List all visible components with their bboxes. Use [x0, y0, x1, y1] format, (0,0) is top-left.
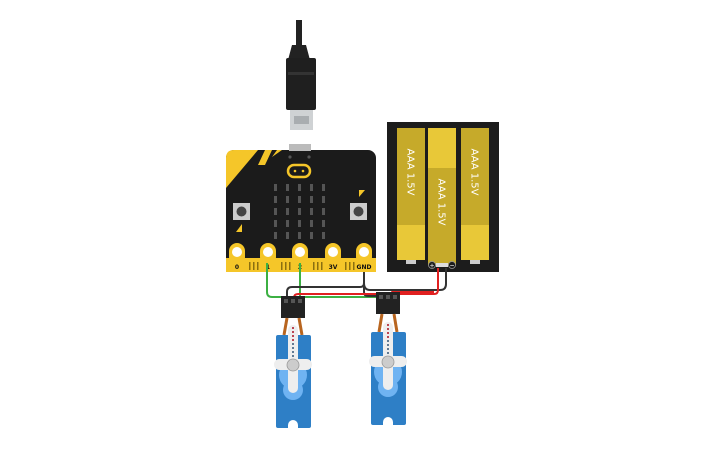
- led-matrix: [274, 184, 325, 239]
- led: [286, 232, 289, 239]
- pin-label: 3V: [329, 264, 338, 271]
- battery-minus-terminal[interactable]: [448, 261, 456, 269]
- wire-gnd-black-servo2[interactable]: [363, 268, 447, 291]
- led: [274, 220, 277, 227]
- led: [274, 196, 277, 203]
- pin-3v[interactable]: 3V: [325, 243, 341, 271]
- battery-cell: AAA 1.5V: [428, 128, 456, 265]
- button-b-label-icon: [359, 190, 365, 197]
- button-a[interactable]: [233, 203, 250, 220]
- led: [310, 232, 313, 239]
- led: [322, 208, 325, 215]
- pin-label: 0: [235, 264, 239, 271]
- led: [322, 196, 325, 203]
- battery-pack[interactable]: AAA 1.5V AAA 1.5V AAA 1.5V + −: [387, 122, 499, 272]
- battery-minus-label: −: [449, 263, 454, 270]
- battery-cell-label: AAA 1.5V: [405, 148, 416, 195]
- led: [286, 220, 289, 227]
- battery-cell: AAA 1.5V: [397, 128, 425, 264]
- led: [274, 184, 277, 191]
- wire-gnd-black-servo2b[interactable]: [363, 287, 384, 298]
- servo-horn-screw-icon: [381, 355, 395, 369]
- button-a-label-icon: [236, 224, 242, 232]
- battery-cell-label: AAA 1.5V: [436, 178, 447, 225]
- led: [286, 196, 289, 203]
- led: [274, 232, 277, 239]
- led: [310, 184, 313, 191]
- led: [298, 208, 301, 215]
- servo-horn-screw-icon: [286, 358, 300, 372]
- battery-cell: AAA 1.5V: [461, 128, 489, 264]
- led: [298, 220, 301, 227]
- wire-gnd-black-servo1[interactable]: [286, 272, 365, 300]
- button-b[interactable]: [350, 203, 367, 220]
- battery-plus-label: +: [429, 263, 434, 270]
- usb-port: [289, 144, 311, 151]
- led: [298, 232, 301, 239]
- led: [310, 208, 313, 215]
- usb-cable[interactable]: [286, 20, 316, 130]
- battery-plus-terminal[interactable]: [428, 261, 436, 269]
- led: [274, 208, 277, 215]
- servo-motor[interactable]: [274, 296, 312, 430]
- led: [286, 184, 289, 191]
- touch-logo[interactable]: [286, 163, 312, 179]
- led: [310, 220, 313, 227]
- battery-cell-label: AAA 1.5V: [469, 148, 480, 195]
- led: [286, 208, 289, 215]
- led: [298, 184, 301, 191]
- pin-label: GND: [357, 264, 372, 271]
- pin-1[interactable]: 1: [260, 243, 276, 271]
- led: [322, 220, 325, 227]
- pin-0[interactable]: 0: [229, 243, 245, 271]
- led: [322, 184, 325, 191]
- pin-gnd[interactable]: GND: [356, 243, 372, 271]
- led: [298, 196, 301, 203]
- led: [310, 196, 313, 203]
- wire-pin1-green[interactable]: [266, 263, 381, 300]
- servo-motor[interactable]: [369, 292, 407, 427]
- led: [322, 232, 325, 239]
